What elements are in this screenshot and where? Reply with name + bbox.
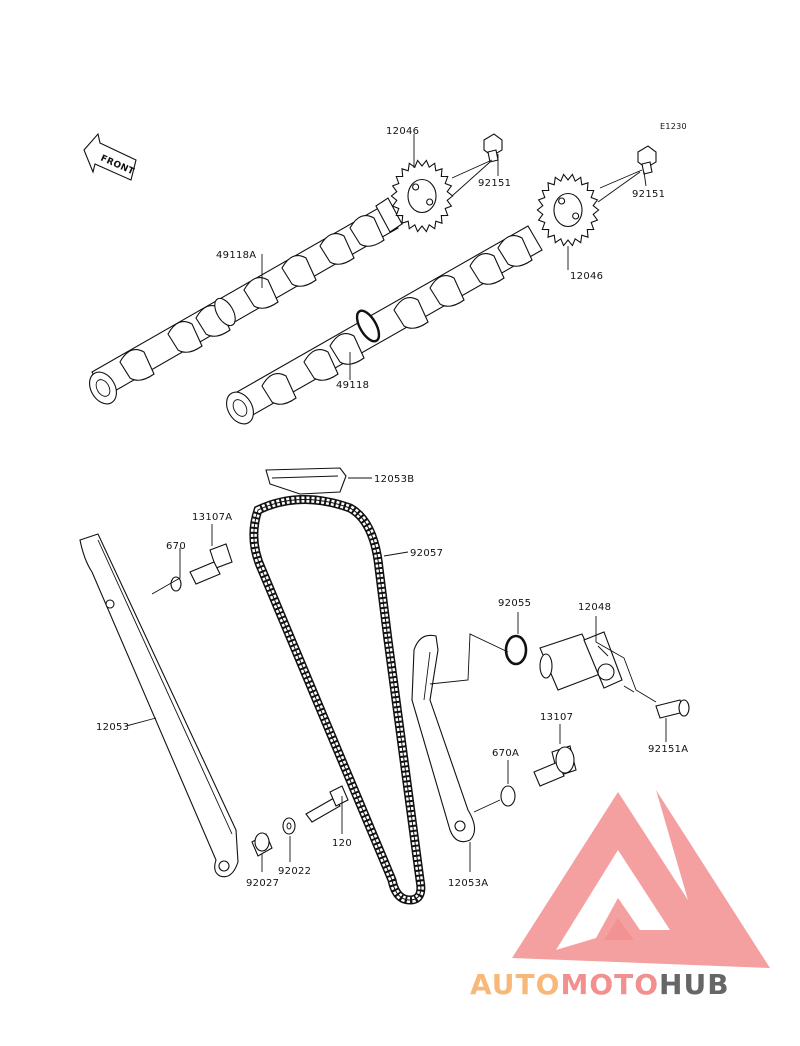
wordmark-moto: MOTO: [560, 968, 659, 1001]
sprocket-bolt-hole: [558, 197, 566, 205]
pivot-bolt-120: [305, 785, 349, 823]
cam-lobes-upper: [119, 215, 385, 381]
bolt-13107: [533, 745, 577, 787]
automotohub-logo-icon: [512, 790, 770, 968]
callout-12053b: 12053B: [374, 474, 414, 485]
callout-labels: E1230 12046 92151 92151 49118A 12046 491…: [96, 122, 688, 889]
callout-670: 670: [166, 541, 186, 552]
callout-92057: 92057: [410, 548, 443, 559]
callout-120: 120: [332, 838, 352, 849]
callout-92022: 92022: [278, 866, 311, 877]
diagram-code: E1230: [660, 122, 687, 131]
callout-49118: 49118: [336, 380, 369, 391]
sprocket-bolt-hole: [412, 183, 420, 191]
chain-guide-12053: [79, 533, 239, 878]
cam-chain-92057: [249, 495, 426, 905]
oring-670: [170, 576, 182, 592]
chain-guide-12053b: [265, 467, 347, 495]
collar-92027: [251, 832, 273, 857]
callout-13107: 13107: [540, 712, 573, 723]
oring-670a: [500, 785, 516, 807]
sprocket-hub: [407, 178, 437, 214]
sprocket-12046-top: [390, 159, 454, 233]
callout-12046-top: 12046: [386, 126, 419, 137]
chain-guide-12053a: [411, 634, 476, 843]
callout-92151a: 92151A: [648, 744, 688, 755]
camshaft-49118a: [89, 197, 403, 405]
callout-12046-right: 12046: [570, 271, 603, 282]
sprocket-bolt-hole: [572, 212, 580, 220]
callout-92151-top: 92151: [478, 178, 511, 189]
callout-49118a: 49118A: [216, 250, 256, 261]
front-arrow-icon: FRONT: [83, 132, 137, 181]
bolt-92151-top: [483, 133, 503, 163]
washer-92022: [282, 817, 296, 835]
sprocket-bolt-hole: [426, 198, 434, 206]
callout-12053: 12053: [96, 722, 129, 733]
oring-92055: [504, 634, 528, 666]
bolt-92151-right: [637, 145, 657, 175]
callout-92151-right: 92151: [632, 189, 665, 200]
callout-92027: 92027: [246, 878, 279, 889]
wordmark-hub: HUB: [659, 968, 730, 1001]
camshaft-49118: [226, 225, 543, 425]
leader-lines: [125, 134, 667, 872]
callout-92055: 92055: [498, 598, 531, 609]
svg-text:AUTOMOTOHUB: AUTOMOTOHUB: [470, 968, 730, 1001]
chain-tensioner-12048: [539, 631, 623, 691]
automotohub-wordmark: AUTOMOTOHUB: [470, 968, 730, 1001]
wordmark-auto: AUTO: [470, 968, 560, 1001]
bolt-13107a: [189, 543, 233, 585]
sprocket-hub: [553, 192, 583, 228]
callout-13107a: 13107A: [192, 512, 232, 523]
cam-lobes-lower: [261, 235, 533, 405]
callout-670a: 670A: [492, 748, 519, 759]
sprocket-12046-right: [536, 173, 600, 247]
callout-12048: 12048: [578, 602, 611, 613]
bolt-92151a: [655, 699, 690, 719]
callout-12053a: 12053A: [448, 878, 488, 889]
